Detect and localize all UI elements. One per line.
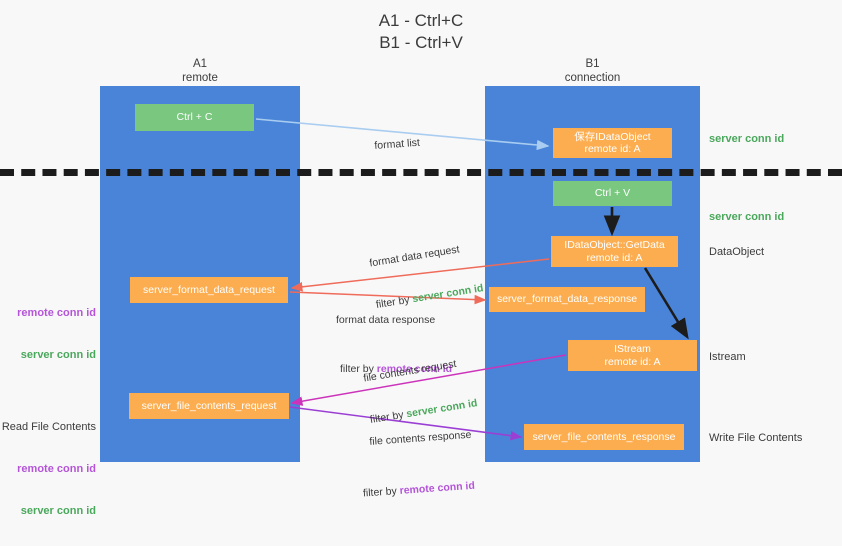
node-ctrl-v[interactable]: Ctrl + V [553,181,672,206]
note-left-conn-ids-format: remote conn id server conn id [0,278,96,390]
node-server-format-data-response[interactable]: server_format_data_response [489,287,645,312]
note-remote-conn-id-2: remote conn id [17,463,96,475]
edge-label-fdreq-title: format data request [368,243,461,270]
filter-prefix: filter by [340,363,377,375]
page-title: A1 - Ctrl+C B1 - Ctrl+V [378,11,464,52]
note-server-conn-id-top: server conn id [709,133,785,145]
node-server-file-contents-response[interactable]: server_file_contents_response [524,424,684,450]
edge-label-format-list: format list [372,108,422,181]
node-server-file-contents-request[interactable]: server_file_contents_request [129,393,289,419]
filter-key-remote-conn-id: remote conn id [376,363,453,375]
node-save-idataobject[interactable]: 保存IDataObject remote id: A [553,128,672,158]
edge-label-fcreq-title: file contents request [362,357,458,385]
note-left-conn-ids-file: Read File Contents remote conn id server… [0,392,96,546]
filter-key-remote-conn-id: remote conn id [399,479,476,497]
note-server-conn-id-mid: server conn id [709,211,785,223]
column-header-a1: A1 remote [182,58,218,84]
diagram-canvas: A1 - Ctrl+C B1 - Ctrl+V A1 remote B1 con… [0,11,842,517]
edge-label-file-contents-response: file contents response filter by remote … [363,400,477,528]
note-server-conn-id-2: server conn id [20,505,96,517]
note-write-file-contents: Write File Contents [709,432,803,444]
column-header-b1: B1 connection [564,58,621,84]
note-istream: Istream [709,351,746,363]
node-ctrl-c[interactable]: Ctrl + C [135,104,254,131]
note-dataobject: DataObject [709,246,765,258]
node-idataobject-getdata[interactable]: IDataObject::GetData remote id: A [551,236,678,267]
filter-prefix: filter by [362,484,401,500]
phase-divider [0,169,842,176]
edge-label-fdresp-filter: filter by remote conn id [340,362,452,376]
edge-label-format-list-text: format list [374,136,421,152]
note-server-conn-id-1: server conn id [20,349,96,361]
note-remote-conn-id-1: remote conn id [17,307,96,319]
node-istream[interactable]: IStream remote id: A [568,340,697,371]
note-read-file-contents: Read File Contents [1,421,96,433]
edge-label-fcresp-title: file contents response [369,428,472,448]
edge-label-fdresp-title: format data response [336,314,436,326]
edge-label-format-data-response: format data response filter by remote co… [336,285,452,404]
node-server-format-data-request[interactable]: server_format_data_request [130,277,288,303]
edge-label-fcresp-filter: filter by remote conn id [363,479,476,501]
